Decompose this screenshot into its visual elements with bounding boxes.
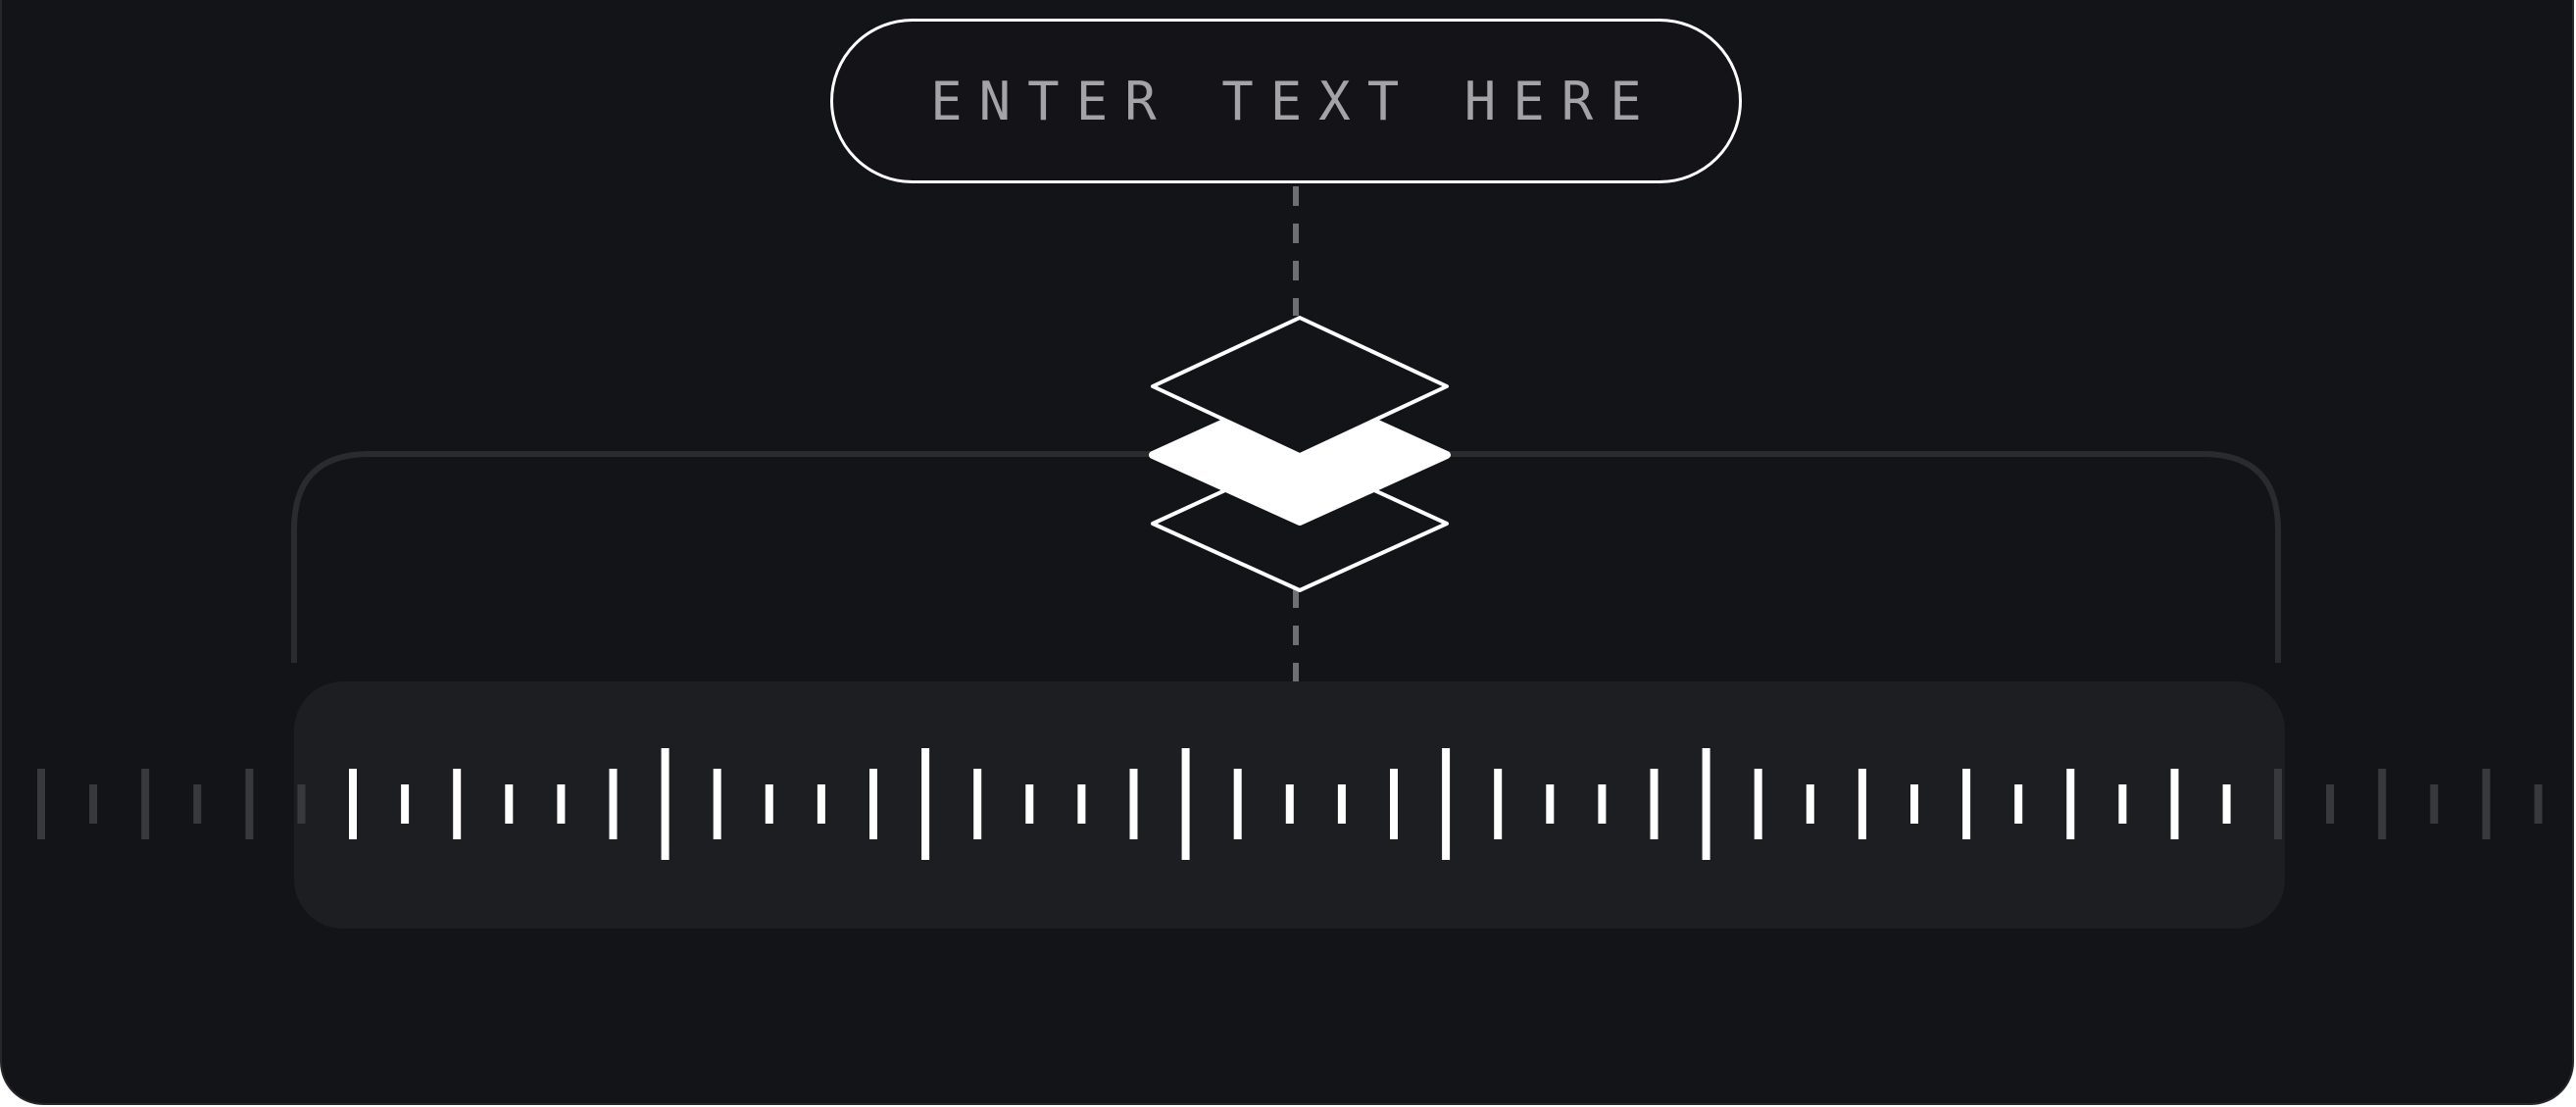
timeline-inner-tick-25 <box>1650 769 1659 839</box>
timeline-inner-tick-0 <box>349 769 357 839</box>
timeline-ticks-outer-left <box>37 769 306 839</box>
timeline-outer-right-tick-2 <box>2378 769 2387 839</box>
timeline-inner-tick-8 <box>765 784 773 824</box>
timeline-inner-tick-17 <box>1233 769 1242 839</box>
timeline-inner-tick-18 <box>1285 784 1294 824</box>
timeline-ticks-outer-right <box>2274 769 2543 839</box>
timeline-inner-tick-36 <box>2222 784 2231 824</box>
timeline-inner-tick-33 <box>2066 769 2075 839</box>
timeline-outer-left-tick-5 <box>297 784 306 824</box>
timeline-inner-tick-27 <box>1754 769 1762 839</box>
timeline-inner-tick-35 <box>2170 769 2179 839</box>
timeline-outer-right-tick-5 <box>2534 784 2543 824</box>
timeline-inner-tick-26 <box>1702 748 1710 860</box>
timeline-inner-tick-22 <box>1494 769 1503 839</box>
timeline-inner-tick-13 <box>1025 784 1034 824</box>
timeline-inner-tick-11 <box>921 748 930 860</box>
timeline-inner-tick-28 <box>1806 784 1814 824</box>
bracket-left <box>291 451 1152 663</box>
timeline-outer-left-tick-0 <box>37 769 45 839</box>
timeline-inner-tick-3 <box>505 784 514 824</box>
timeline-inner-tick-19 <box>1337 784 1346 824</box>
timeline-inner-tick-20 <box>1390 769 1398 839</box>
timeline-inner-tick-30 <box>1910 784 1918 824</box>
timeline-inner-tick-15 <box>1129 769 1138 839</box>
timeline-outer-left-tick-3 <box>193 784 202 824</box>
timeline-inner-tick-12 <box>973 769 982 839</box>
timeline-outer-right-tick-1 <box>2326 784 2335 824</box>
timeline-inner-tick-24 <box>1598 784 1607 824</box>
timeline-outer-right-tick-3 <box>2430 784 2439 824</box>
layers-icon <box>1149 316 1451 592</box>
timeline-outer-right-tick-0 <box>2274 769 2282 839</box>
timeline-ticks-inner <box>349 748 2231 860</box>
timeline-inner-tick-6 <box>661 748 669 860</box>
timeline-inner-tick-31 <box>1962 769 1971 839</box>
timeline-outer-left-tick-2 <box>141 769 150 839</box>
timeline-inner-tick-4 <box>557 784 566 824</box>
timeline-inner-tick-16 <box>1181 748 1190 860</box>
timeline-inner-tick-1 <box>401 784 410 824</box>
timeline-inner-tick-29 <box>1858 769 1866 839</box>
timeline-inner-tick-14 <box>1077 784 1086 824</box>
timeline-inner-tick-34 <box>2118 784 2127 824</box>
timeline-inner-tick-7 <box>713 769 721 839</box>
timeline-inner-tick-5 <box>609 769 618 839</box>
timeline-outer-left-tick-4 <box>245 769 254 839</box>
timeline-inner-tick-21 <box>1442 748 1451 860</box>
timeline-outer-right-tick-4 <box>2482 769 2491 839</box>
timeline-inner-tick-23 <box>1546 784 1555 824</box>
timeline-inner-tick-32 <box>2014 784 2023 824</box>
layers-icon-top-sheet <box>1151 316 1449 457</box>
timeline-outer-left-tick-1 <box>89 784 98 824</box>
timeline-inner-tick-2 <box>453 769 462 839</box>
text-input[interactable] <box>830 19 1742 183</box>
timeline-inner-tick-10 <box>869 769 877 839</box>
bracket-right <box>1441 451 2281 663</box>
timeline-inner-tick-9 <box>817 784 825 824</box>
